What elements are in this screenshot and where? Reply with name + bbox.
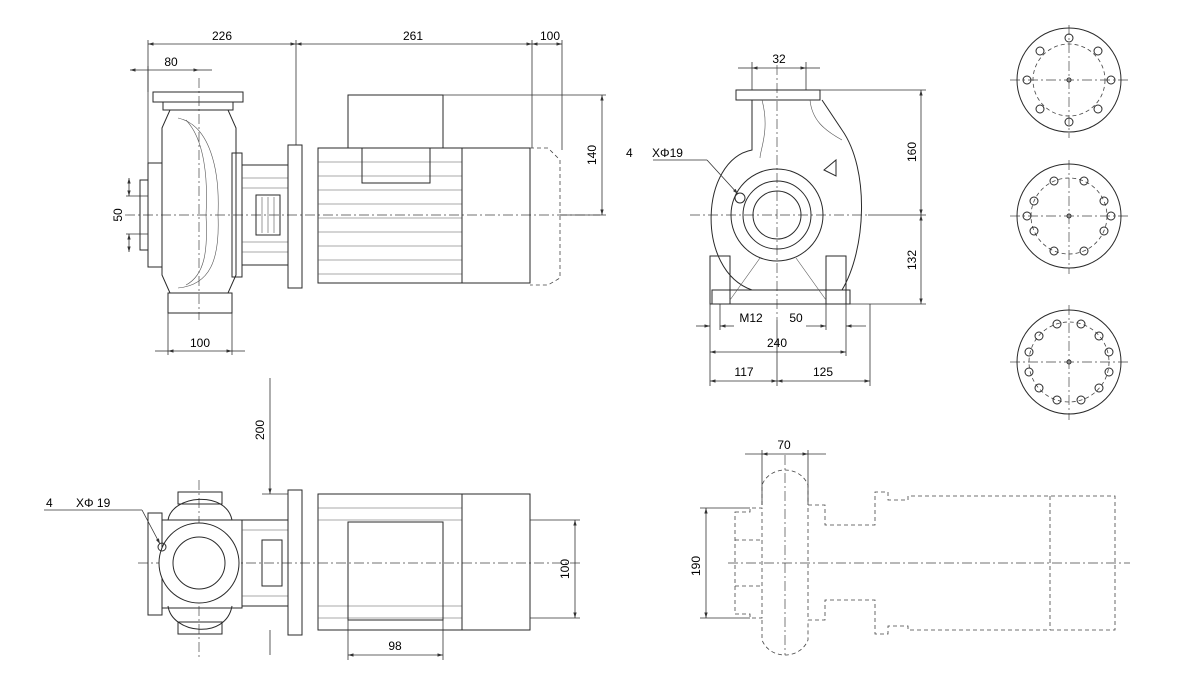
dim-125: 125: [813, 365, 833, 379]
plan-view: 4 XΦ 19 200 100 98: [44, 378, 580, 660]
front-view: 32 160 132 4 XΦ19 M12 50 240 117 125: [626, 52, 926, 386]
dim-117: 117: [734, 365, 753, 379]
dim-160: 160: [905, 142, 919, 162]
dim-226: 226: [212, 29, 232, 43]
plan-note-qty: 4: [46, 496, 53, 510]
dim-100-plan: 100: [558, 559, 572, 579]
dim-140: 140: [585, 145, 599, 165]
dim-261: 261: [403, 29, 423, 43]
outline-view: 70 190: [689, 438, 1130, 656]
dim-98: 98: [388, 639, 402, 653]
dim-132: 132: [905, 250, 919, 270]
dim-100-top: 100: [540, 29, 560, 43]
dim-m12: M12: [739, 311, 763, 325]
dim-50: 50: [111, 208, 125, 222]
side-view: 226 261 100 80 50 140 100: [111, 29, 606, 355]
dim-190: 190: [689, 556, 703, 576]
dim-70: 70: [777, 438, 791, 452]
note-hole: XΦ19: [652, 146, 683, 160]
dim-240: 240: [767, 336, 787, 350]
flange-patterns: [1010, 25, 1130, 420]
dim-32: 32: [772, 52, 786, 66]
plan-note-hole: XΦ 19: [76, 496, 111, 510]
dim-50-front: 50: [789, 311, 803, 325]
note-qty: 4: [626, 146, 633, 160]
dim-100-bottom: 100: [190, 336, 210, 350]
dim-80: 80: [164, 55, 178, 69]
dim-200: 200: [253, 420, 267, 440]
